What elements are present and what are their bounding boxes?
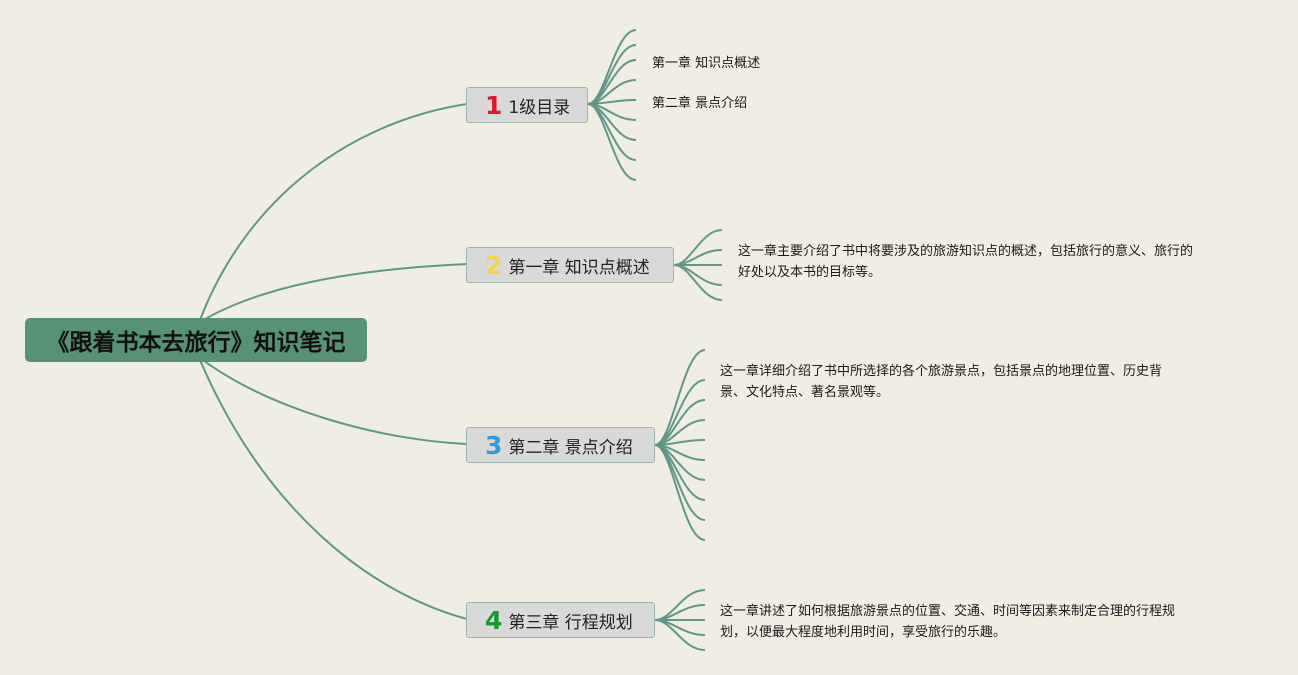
- sub-branch-topic-1-1: [587, 29, 637, 105]
- number-1-icon: 1: [485, 90, 503, 120]
- sub-branch-topic-1-9: [587, 103, 637, 181]
- topic-3-chapter-2[interactable]: 3 第二章 景点介绍: [466, 427, 655, 463]
- main-branch-2: [199, 263, 468, 323]
- topic-2-chapter-1[interactable]: 2 第一章 知识点概述: [466, 247, 674, 283]
- main-branch-4: [199, 359, 468, 620]
- topic-1-label: 1级目录: [508, 97, 571, 118]
- central-topic[interactable]: 《跟着书本去旅行》知识笔记: [25, 318, 367, 362]
- sub-branch-topic-1-2: [587, 44, 637, 105]
- topic-3-description[interactable]: 这一章详细介绍了书中所选择的各个旅游景点，包括景点的地理位置、历史背 景、文化特…: [720, 361, 1240, 403]
- topic-2-description[interactable]: 这一章主要介绍了书中将要涉及的旅游知识点的概述，包括旅行的意义、旅行的 好处以及…: [738, 241, 1258, 283]
- central-topic-label: 《跟着书本去旅行》知识笔记: [46, 330, 346, 356]
- topic-1-leaf-chapter-1[interactable]: 第一章 知识点概述: [652, 56, 761, 71]
- topic-4-description-line: 这一章讲述了如何根据旅游景点的位置、交通、时间等因素来制定合理的行程规: [720, 604, 1176, 619]
- topic-4-description[interactable]: 这一章讲述了如何根据旅游景点的位置、交通、时间等因素来制定合理的行程规 划，以便…: [720, 601, 1240, 643]
- number-3-icon: 3: [485, 430, 503, 460]
- topic-3-description-line: 这一章详细介绍了书中所选择的各个旅游景点，包括景点的地理位置、历史背: [720, 364, 1163, 379]
- topic-3-description-line: 景、文化特点、著名景观等。: [720, 385, 890, 400]
- number-4-icon: 4: [485, 605, 503, 635]
- topic-2-description-line: 这一章主要介绍了书中将要涉及的旅游知识点的概述，包括旅行的意义、旅行的: [738, 244, 1194, 259]
- sub-branch-topic-3-10: [654, 444, 706, 541]
- topic-4-chapter-3[interactable]: 4 第三章 行程规划: [466, 602, 655, 638]
- sub-branch-topic-1-3: [587, 59, 637, 105]
- sub-branch-topic-4-5: [654, 619, 706, 651]
- main-branch-1: [199, 103, 468, 321]
- topic-3-label: 第二章 景点介绍: [508, 437, 633, 458]
- topic-4-label: 第三章 行程规划: [508, 612, 633, 633]
- topic-1-leaf-chapter-2[interactable]: 第二章 景点介绍: [652, 96, 748, 111]
- topic-4-description-line: 划，以便最大程度地利用时间，享受旅行的乐趣。: [720, 625, 1007, 640]
- topic-2-description-line: 好处以及本书的目标等。: [738, 265, 882, 280]
- sub-branch-topic-2-1: [673, 229, 723, 266]
- sub-branch-topic-2-5: [673, 264, 723, 301]
- sub-branch-topic-3-1: [654, 349, 706, 446]
- topic-2-label: 第一章 知识点概述: [508, 257, 650, 278]
- main-branch-3: [199, 357, 468, 445]
- sub-branch-topic-3-9: [654, 444, 706, 521]
- topic-1-level-directory[interactable]: 1 1级目录: [466, 87, 588, 123]
- number-2-icon: 2: [485, 250, 503, 280]
